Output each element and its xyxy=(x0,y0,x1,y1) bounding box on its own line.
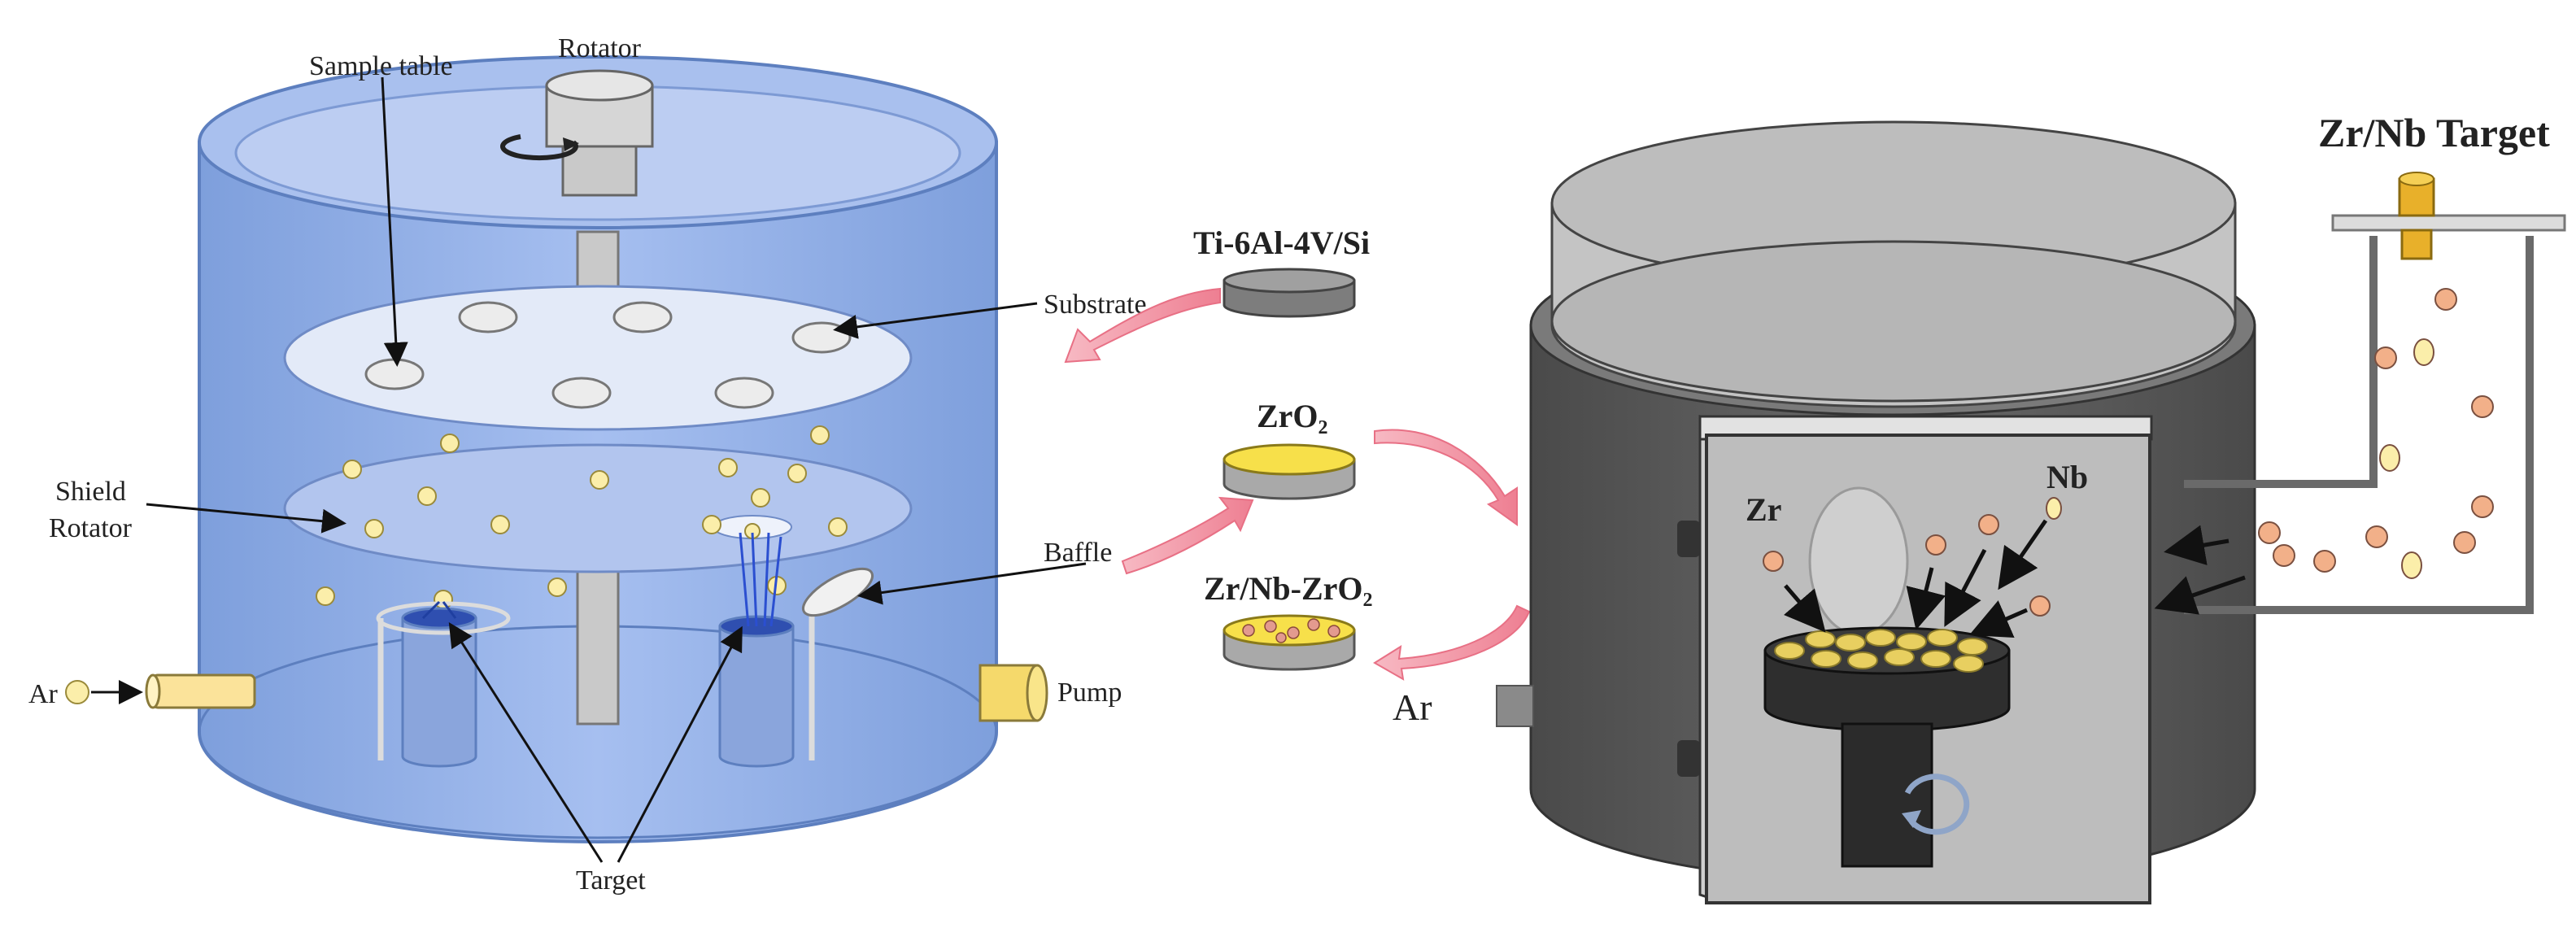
sample-stages: Ti-6Al-4V/Si ZrO₂ Zr/Nb-ZrO₂ Ar xyxy=(1064,224,1531,728)
ar-label: Ar xyxy=(28,679,59,709)
substrate-holder xyxy=(1763,626,2011,868)
baffle-label: Baffle xyxy=(1044,538,1112,568)
sample-table xyxy=(283,285,913,431)
feed-particles xyxy=(2258,288,2494,579)
target-left xyxy=(376,600,511,768)
rotator-label-2: Rotator xyxy=(49,513,133,543)
shield-rotator xyxy=(283,443,913,573)
pump-label: Pump xyxy=(1057,678,1122,708)
ar-inlet xyxy=(65,673,256,709)
pump-port xyxy=(979,664,1048,722)
process-arrows xyxy=(1064,287,1531,681)
shield-label: Shield xyxy=(55,477,126,507)
rotator xyxy=(500,69,654,197)
zro2-label: ZrO₂ xyxy=(1257,398,1328,434)
zrnb-zro2-label: Zr/Nb-ZrO₂ xyxy=(1204,570,1373,607)
rotator-label: Rotator xyxy=(558,33,642,63)
target-right xyxy=(718,532,815,768)
zr-label: Zr xyxy=(1746,491,1781,528)
sputtered-particles xyxy=(316,425,848,609)
target-label: Target xyxy=(576,865,646,896)
zrnb-zro2-disc xyxy=(1223,614,1356,671)
ti-substrate-disc xyxy=(1223,268,1356,318)
ti-substrate-label: Ti-6Al-4V/Si xyxy=(1193,224,1370,261)
nb-label: Nb xyxy=(2046,459,2088,495)
sputtering-chamber: Rotator Sample table Substrate Shield Ro… xyxy=(28,33,1147,896)
zro2-disc xyxy=(1223,443,1356,500)
zrnb-target-title: Zr/Nb Target xyxy=(2318,110,2550,155)
target-feed-tube xyxy=(2184,172,2566,614)
middle-ar-label: Ar xyxy=(1393,686,1432,728)
substrate-label: Substrate xyxy=(1044,290,1147,320)
sample-table-label: Sample table xyxy=(309,51,453,81)
baffle xyxy=(801,567,874,617)
arc-deposition-chamber: Zr Nb Zr/Nb Tar xyxy=(1496,110,2566,905)
